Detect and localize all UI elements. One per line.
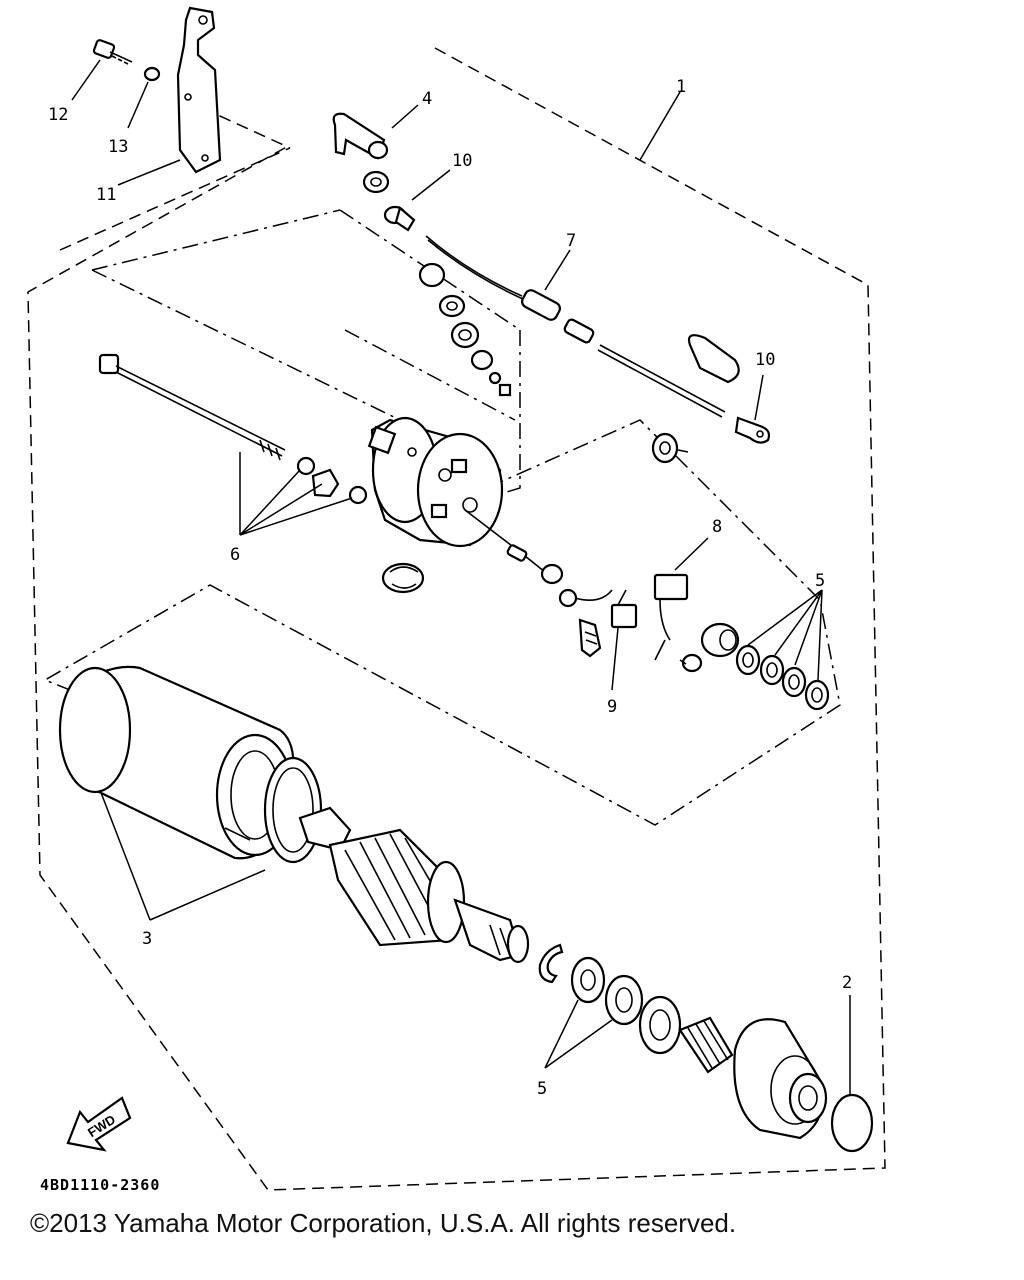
lead-wire-7 [425,235,726,418]
callout-7: 7 [566,231,576,251]
terminal-bolt [578,618,602,658]
brush-leads [506,544,613,608]
callout-8: 8 [712,517,722,537]
grommet [651,432,689,464]
washer-13 [127,66,161,129]
callout-1: 1 [676,77,686,97]
armature [298,806,530,964]
front-cover [733,1018,828,1140]
callout-5-upper: 5 [815,571,825,591]
end-cover [367,416,546,573]
brush-spring [381,562,425,594]
callout-9: 9 [607,697,617,717]
callout-5-lower: 5 [537,1079,547,1099]
needle-bearing [678,1016,734,1074]
bracket-outline [59,99,291,251]
callout-3: 3 [142,929,152,949]
terminal-boot [687,334,740,384]
brush-9 [610,589,638,691]
through-bolt [98,353,286,461]
callout-13: 13 [108,137,128,157]
fwd-arrow-icon: FWD [66,1096,132,1152]
screw-lead [344,329,516,421]
yoke-3 [58,665,295,921]
shims-5-upper [735,589,830,711]
terminal-10-top [383,169,451,232]
callout-12: 12 [48,105,68,125]
gasket-ring [263,756,323,864]
cap-2 [830,995,874,1153]
bushing [700,622,740,658]
terminal-10-right [734,374,771,444]
washers-5-lower [544,956,644,1069]
callout-6: 6 [230,545,240,565]
brush-8 [653,537,709,661]
callout-11: 11 [96,185,116,205]
callout-10-right: 10 [755,350,775,370]
circlip [538,943,564,984]
terminal-nut [362,170,390,194]
callout-2: 2 [842,973,852,993]
bearing [638,995,682,1055]
assembly-outline [27,47,886,1191]
callout-4: 4 [422,89,432,109]
terminal-stack [418,262,512,397]
plate-and-washer [296,456,368,505]
leader-1 [639,91,681,161]
part-code: 4BD1110-2360 [40,1176,160,1194]
terminal-cap-4 [332,104,419,160]
callout-10-top: 10 [452,151,472,171]
copyright-notice: ©2013 Yamaha Motor Corporation, U.S.A. A… [30,1208,737,1238]
bolt-12 [71,39,133,101]
leaders-6 [239,452,353,536]
bracket-11 [117,6,222,186]
small-screw [679,653,703,673]
